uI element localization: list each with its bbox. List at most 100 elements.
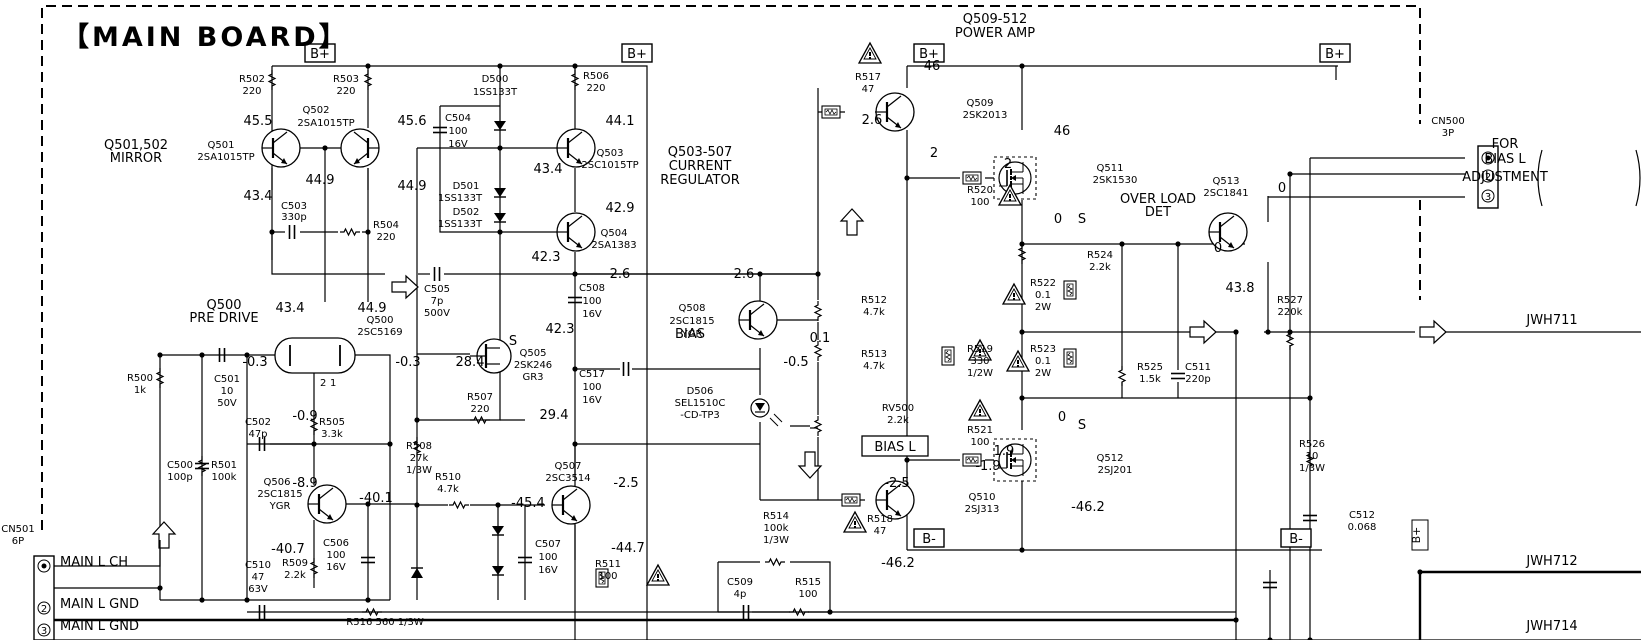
component-label: 0.1	[1035, 356, 1051, 367]
component-label: R518	[867, 514, 893, 525]
section-label: FOR	[1492, 137, 1519, 152]
component-label: C504	[445, 113, 471, 124]
power-rail-box: B-	[1280, 528, 1312, 548]
voltage-value: -1.9	[975, 459, 1000, 474]
cn501-connector: 2 3	[33, 540, 161, 640]
section-label: ADJUSTMENT	[1462, 170, 1548, 185]
component-label: R502	[239, 74, 265, 85]
component-label: 2SK246	[514, 360, 552, 371]
component-label: 220k	[1278, 307, 1303, 318]
svg-text:3: 3	[1485, 192, 1491, 203]
voltage-value: -46.2	[1071, 500, 1105, 515]
power-rail-frame	[304, 43, 336, 63]
voltage-value: 42.3	[532, 250, 561, 265]
component-label: 47	[874, 526, 887, 537]
component-label: 2SC1015TP	[581, 160, 638, 171]
component-label: 100	[448, 126, 467, 137]
power-rail-box: B+	[621, 43, 653, 63]
wiring	[48, 65, 1641, 640]
component-label: 220	[586, 83, 605, 94]
voltage-value: 44.9	[306, 173, 335, 188]
component-label: 500V	[424, 308, 450, 319]
voltage-value: 43.4	[534, 162, 563, 177]
voltage-value: 28.4	[456, 355, 485, 370]
component-label: 1/3W	[1299, 463, 1325, 474]
svg-text:2: 2	[1485, 172, 1491, 183]
voltage-value: 2.6	[862, 113, 883, 128]
component-label: 3.3k	[321, 429, 343, 440]
power-rail-box: B+	[913, 43, 945, 63]
component-label: 1.5k	[1139, 374, 1161, 385]
component-label: 1k	[134, 385, 146, 396]
component-label: C506	[323, 538, 349, 549]
voltage-value: 45.5	[244, 114, 273, 129]
component-label: 100	[582, 382, 601, 393]
component-label: R522	[1030, 278, 1056, 289]
component-label: D506	[687, 386, 714, 397]
cn500-connector: 2 3	[1477, 145, 1641, 209]
component-label: C510	[245, 560, 271, 571]
board-title: 【MAIN BOARD】	[62, 22, 349, 53]
component-label: D500	[482, 74, 509, 85]
component-label: 50V	[217, 398, 237, 409]
component-label: C511	[1185, 362, 1211, 373]
component-label: YGR	[681, 329, 703, 340]
power-rail-box: B+	[304, 43, 336, 63]
component-label: R515	[795, 577, 821, 588]
section-label: BIAS L	[1484, 152, 1526, 167]
voltage-value: -40.1	[359, 491, 393, 506]
component-label: R527	[1277, 295, 1303, 306]
board-outline	[41, 5, 1421, 530]
component-label: R516 560 1/3W	[346, 617, 424, 628]
component-label: R524	[1087, 250, 1113, 261]
component-label: C508	[579, 283, 605, 294]
component-label: 1/3W	[763, 535, 789, 546]
power-rail-text: B-	[1289, 532, 1303, 547]
pin-letter: S	[1078, 212, 1086, 227]
component-label: 220	[242, 86, 261, 97]
power-rail-text: B+	[310, 47, 330, 62]
component-label: GR3	[522, 372, 543, 383]
component-label: R509	[282, 558, 308, 569]
connector-signal: MAIN L GND	[60, 597, 139, 612]
component-label: 16V	[582, 395, 602, 406]
component-label: Q506	[264, 477, 291, 488]
voltage-value: 29.4	[540, 408, 569, 423]
q500-pin-1: 1	[330, 378, 336, 389]
component-label: 1/2W	[967, 368, 993, 379]
power-rail-frame	[1280, 528, 1312, 548]
component-label: 220	[376, 232, 395, 243]
component-label: Q509	[967, 98, 994, 109]
component-label: 220	[470, 404, 489, 415]
component-label: 330p	[281, 212, 306, 223]
component-label: R517	[855, 72, 881, 83]
component-label: R500	[127, 373, 153, 384]
component-label: 1/3W	[406, 465, 432, 476]
component-label: C501	[214, 374, 240, 385]
component-label: YGR	[269, 501, 291, 512]
voltage-value: 0	[1058, 410, 1066, 425]
diode-symbols	[411, 120, 507, 578]
component-label: 100k	[212, 472, 237, 483]
component-label: Q500	[367, 315, 394, 326]
component-label: RV500	[882, 403, 914, 414]
section-label: Q500	[206, 298, 241, 313]
power-rail-box: B+	[1319, 43, 1351, 63]
component-label: 100	[326, 550, 345, 561]
component-label: C512	[1349, 510, 1375, 521]
net-label: JWH712	[1525, 554, 1577, 569]
section-label: PRE DRIVE	[189, 311, 258, 326]
component-labels: R502220R503220Q5022SA1015TPQ5012SA1015TP…	[1, 71, 1465, 628]
component-label: 2SC1841	[1203, 188, 1248, 199]
component-label: 2.2k	[887, 415, 909, 426]
component-label: 16V	[448, 139, 468, 150]
voltage-value: 46	[1054, 124, 1071, 139]
section-label: Q501,502	[104, 138, 168, 153]
component-label: Q510	[969, 492, 996, 503]
component-label: 100	[538, 552, 557, 563]
component-label: 47	[252, 572, 265, 583]
component-label: 220p	[1185, 374, 1210, 385]
component-label: R506	[583, 71, 609, 82]
svg-text:B+: B+	[1410, 527, 1423, 544]
